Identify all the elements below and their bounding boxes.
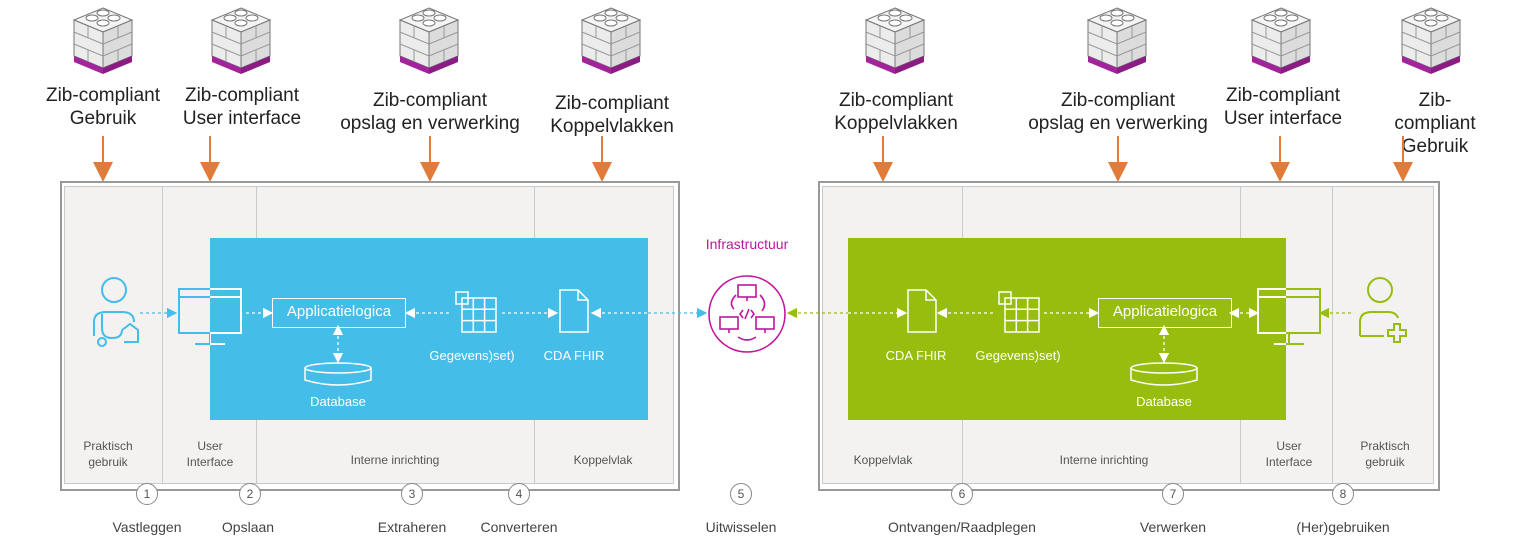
dataset-grid-icon [998, 291, 1040, 333]
lane-label: Interne inrichting [1059, 453, 1149, 467]
step-label-5: Uitwisselen [705, 519, 777, 535]
dataset-grid-icon [455, 291, 497, 333]
lane-label: Koppelvlak [573, 453, 633, 467]
database-label: Database [310, 394, 366, 409]
lane-label: Koppelvlak [853, 453, 913, 467]
green-application-panel [848, 238, 1286, 420]
lane-praktisch-left [64, 186, 164, 484]
orange-arrows [93, 136, 1413, 182]
monitor-icon-overlay [210, 288, 242, 345]
top-label-ui-left: Zib-compliant User interface [182, 85, 302, 129]
top-label-opslag-left: Zib-compliant opslag en verwerking [340, 90, 520, 134]
lane-praktisch-right [1332, 186, 1434, 484]
lane-label: User Interface [1265, 439, 1313, 469]
step-circle-7: 7 [1162, 483, 1184, 505]
lane-label: Interne inrichting [350, 453, 440, 467]
top-label-koppel-left: Zib-compliant Koppelvlakken [550, 93, 674, 137]
step-circle-8: 8 [1332, 483, 1354, 505]
blue-application-panel [210, 238, 648, 420]
step-circle-1: 1 [136, 483, 158, 505]
network-icon [708, 275, 786, 353]
patient-user-icon [1359, 277, 1407, 343]
step-label-2: Opslaan [221, 519, 275, 535]
step-circle-2: 2 [239, 483, 261, 505]
top-label-koppel-right: Zib-compliant Koppelvlakken [834, 90, 958, 134]
left-flow-arrows [140, 307, 708, 364]
lane-label: User Interface [186, 439, 234, 469]
step-label-7: Verwerken [1139, 519, 1207, 535]
dataset-label: Gegevens)set) [975, 348, 1061, 363]
step-circle-6: 6 [951, 483, 973, 505]
lane-label: Praktisch gebruik [83, 439, 133, 469]
step-label-8: (Her)gebruiken [1296, 519, 1390, 535]
top-label-opslag-right: Zib-compliant opslag en verwerking [1028, 90, 1208, 134]
step-circle-4: 4 [508, 483, 530, 505]
step-circle-5: 5 [730, 483, 752, 505]
document-icon [559, 289, 589, 333]
step-label-6: Ontvangen/Raadplegen [888, 519, 1036, 535]
top-label-ui-right: Zib-compliant User interface [1223, 85, 1343, 129]
lane-label: Praktisch gebruik [1360, 439, 1410, 469]
step-label-1: Vastleggen [112, 519, 182, 535]
step-label-4: Converteren [480, 519, 558, 535]
infrastructure-label: Infrastructuur [705, 236, 789, 252]
step-circle-3: 3 [401, 483, 423, 505]
top-label-gebruik-right: Zib-compliant Gebruik [1394, 90, 1476, 157]
database-label: Database [1136, 394, 1192, 409]
document-label: CDA FHIR [885, 348, 947, 363]
dataset-label: Gegevens)set) [429, 348, 515, 363]
document-label: CDA FHIR [543, 348, 605, 363]
top-label-gebruik-left: Zib-compliant Gebruik [45, 85, 161, 129]
document-icon [907, 289, 937, 333]
doctor-user-icon [93, 277, 139, 347]
step-label-3: Extraheren [377, 519, 447, 535]
